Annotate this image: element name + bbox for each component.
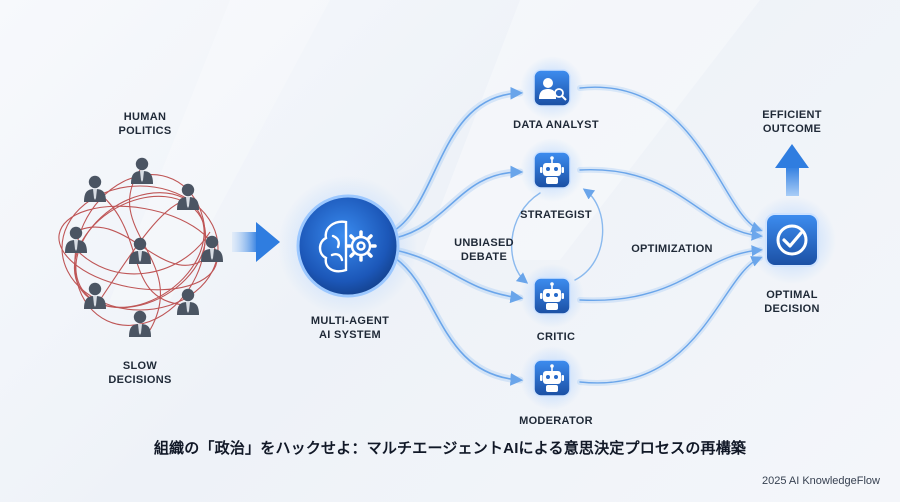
person-icon xyxy=(84,175,106,202)
checkmark-icon xyxy=(776,224,808,256)
data-analyst-label: DATA ANALYST xyxy=(513,119,599,131)
human-politics-label: HUMAN POLITICS xyxy=(118,111,172,137)
agent-moderator xyxy=(520,346,584,410)
slow-decisions-label: SLOW DECISIONS xyxy=(108,360,172,386)
optimal-decision-node xyxy=(748,196,836,284)
agent-critic xyxy=(520,264,584,328)
user-search-icon xyxy=(539,78,567,101)
optimal-decision-label: OPTIMAL DECISION xyxy=(764,289,820,315)
agent-data-analyst xyxy=(520,56,584,120)
unbiased-debate-label: UNBIASED DEBATE xyxy=(454,237,514,263)
efficient-outcome-label: EFFICIENT OUTCOME xyxy=(762,109,822,135)
person-icon xyxy=(177,288,199,315)
person-icon xyxy=(131,157,153,184)
human-network xyxy=(58,157,223,337)
flow-curves xyxy=(391,84,763,386)
critic-label: CRITIC xyxy=(536,331,576,343)
credit: 2025 AI KnowledgeFlow xyxy=(761,475,880,487)
brain-gear-icon xyxy=(318,220,377,273)
input-arrow xyxy=(232,222,280,262)
headline: 組織の「政治」をハックせよ：マルチエージェントAIによる意思決定プロセスの再構築 xyxy=(153,440,747,457)
multi-agent-label: MULTI-AGENT AI SYSTEM xyxy=(310,315,390,341)
strategist-label: STRATEGIST xyxy=(520,209,592,221)
outcome-arrow xyxy=(775,144,809,196)
optimization-label: OPTIMIZATION xyxy=(631,243,713,255)
agent-strategist xyxy=(520,138,584,202)
multi-agent-hub xyxy=(278,176,418,316)
moderator-label: MODERATOR xyxy=(519,415,593,427)
